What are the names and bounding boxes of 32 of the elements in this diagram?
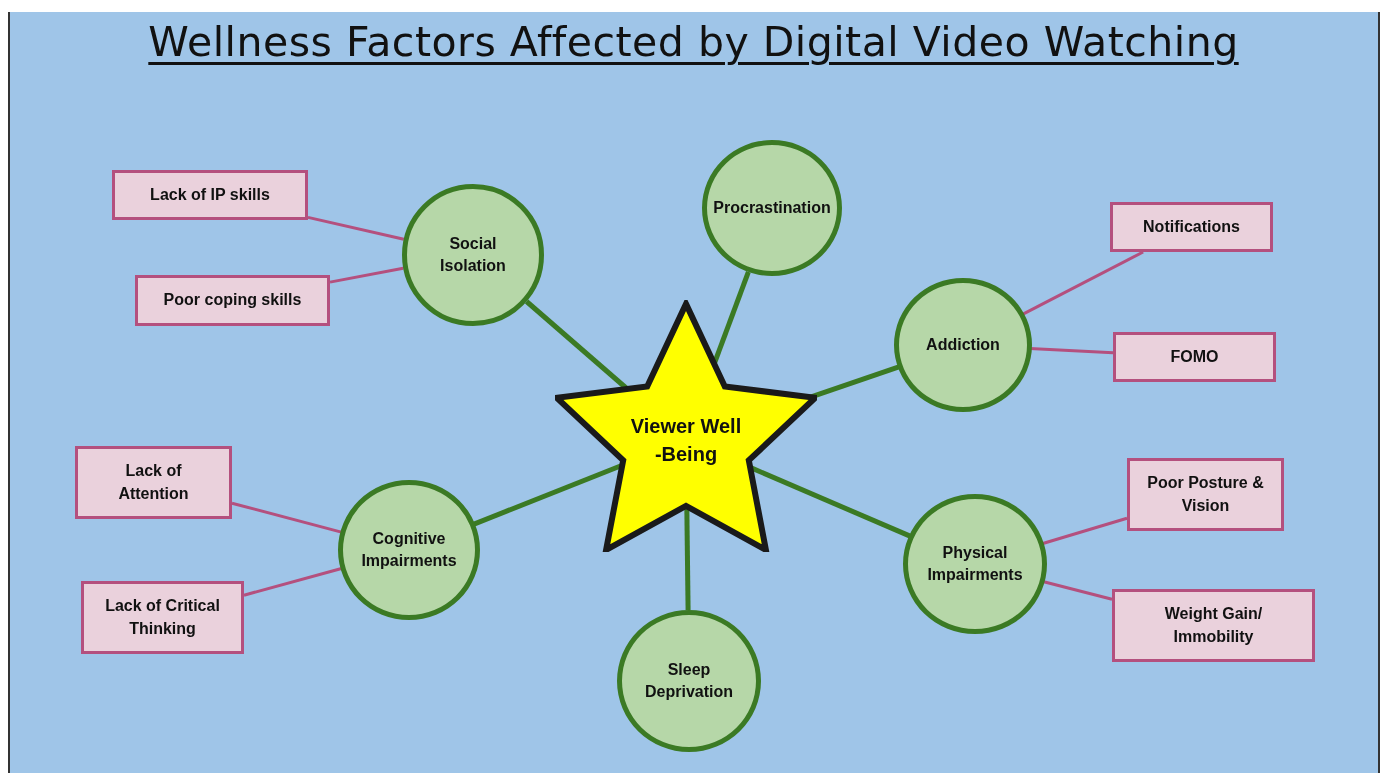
diagram-title: Wellness Factors Affected by Digital Video Watching xyxy=(147,18,1240,66)
node-label: Sleep Deprivation xyxy=(644,659,734,702)
connector-line xyxy=(231,501,342,534)
connector-line xyxy=(329,266,404,284)
node-label: Weight Gain/ Immobility xyxy=(1163,604,1264,647)
factor-box xyxy=(1110,202,1273,252)
factor-box xyxy=(135,275,330,326)
connector-line xyxy=(243,567,342,597)
factor-box xyxy=(112,170,308,220)
node-label: Physical Impairments xyxy=(926,542,1024,585)
node-label: Social Isolation xyxy=(439,233,507,276)
connector-line xyxy=(1021,250,1144,316)
node-label: Lack of IP skills xyxy=(150,184,270,205)
node-label: Poor coping skills xyxy=(163,290,302,311)
connector-line xyxy=(1041,516,1128,546)
node-label: Lack of Critical Thinking xyxy=(104,596,221,639)
node-label: Addiction xyxy=(926,334,1000,355)
connector-line xyxy=(1042,580,1113,601)
node-label: Cognitive Impairments xyxy=(360,528,458,571)
factor-box xyxy=(81,581,244,654)
factor-box xyxy=(1113,332,1276,382)
connector-line xyxy=(307,215,405,241)
factor-box xyxy=(1127,458,1284,531)
node-label: Notifications xyxy=(1143,216,1240,237)
node-label: Poor Posture & Vision xyxy=(1146,473,1265,516)
factor-box xyxy=(75,446,232,519)
star-shape xyxy=(555,300,817,552)
factor-box xyxy=(1112,589,1315,662)
node-label: Viewer Well -Being xyxy=(629,413,743,467)
node-label: FOMO xyxy=(1170,346,1219,367)
node-label: Lack of Attention xyxy=(117,461,190,504)
node-label: Procrastination xyxy=(713,197,831,218)
